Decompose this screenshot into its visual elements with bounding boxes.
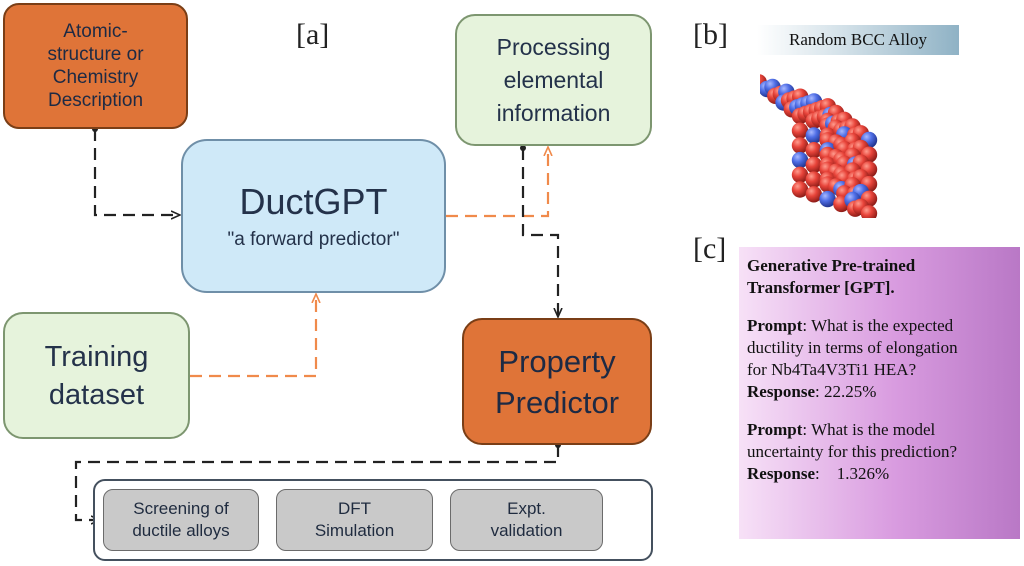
atom — [791, 181, 809, 198]
node-line: Simulation — [314, 521, 395, 540]
node-line: Property — [498, 343, 616, 379]
response-text: : 1.326% — [815, 464, 890, 483]
atom — [805, 156, 822, 174]
response-label: Response — [747, 464, 816, 483]
panel-label-a: [a] — [296, 18, 330, 51]
prompt-label: Prompt — [747, 316, 803, 335]
node-line: information — [496, 99, 611, 126]
arrow-atomic-to-ductgpt — [93, 129, 179, 215]
property-predictor-node: Property Predictor — [462, 318, 652, 445]
response-text: : 22.25% — [815, 382, 877, 401]
node-line: validation — [490, 521, 563, 540]
outputs-container: Screening of ductile alloys DFT Simulati… — [93, 479, 653, 561]
atom — [791, 166, 809, 183]
gpt-heading-line: Transformer [GPT]. — [747, 278, 895, 297]
atom — [805, 186, 822, 203]
node-line: Predictor — [494, 384, 620, 420]
node-line: ductile alloys — [132, 521, 230, 540]
node-line: Atomic- — [63, 21, 128, 42]
processing-node: Processing elemental information — [455, 14, 652, 146]
prompt-text: : What is the model — [802, 420, 936, 439]
ductgpt-subtitle: "a forward predictor" — [227, 229, 400, 250]
training-dataset-node: Training dataset — [3, 312, 190, 439]
alloy-title: Random BCC Alloy — [757, 25, 959, 55]
atom — [805, 171, 822, 188]
atom — [805, 127, 822, 144]
gpt-heading-line: Generative Pre-trained — [747, 256, 916, 275]
node-line: Description — [47, 90, 144, 111]
arrow-ductgpt-to-processing — [446, 148, 548, 218]
atom — [819, 190, 836, 208]
response-label: Response — [747, 382, 816, 401]
arrow-processing-to-property — [521, 148, 558, 316]
node-line: DFT — [337, 499, 372, 518]
atomic-structure-node: Atomic- structure or Chemistry Descripti… — [3, 3, 188, 129]
gpt-example-panel: Generative Pre-trained Transformer [GPT]… — [739, 247, 1020, 539]
dft-simulation-node: DFT Simulation — [276, 489, 433, 551]
node-line: Chemistry — [52, 67, 139, 88]
prompt-text: ductility in terms of elongation — [747, 338, 958, 357]
atom — [791, 137, 809, 154]
node-line: Training — [44, 340, 149, 373]
bcc-alloy-illustration — [760, 74, 878, 218]
atom — [860, 205, 878, 218]
panel-label-b: [b] — [693, 18, 728, 51]
prompt-text: : What is the expected — [802, 316, 954, 335]
node-line: Screening of — [133, 499, 229, 518]
panel-label-c: [c] — [693, 232, 727, 265]
atom — [805, 142, 822, 159]
prompt-text: for Nb4Ta4V3Ti1 HEA? — [747, 360, 917, 379]
prompt-label: Prompt — [747, 420, 803, 439]
ductgpt-node: DuctGPT "a forward predictor" — [181, 139, 446, 293]
node-line: Processing — [496, 33, 611, 60]
ductgpt-title: DuctGPT — [239, 181, 388, 222]
node-line: Expt. — [507, 499, 546, 518]
node-line: elemental — [503, 66, 604, 93]
screening-node: Screening of ductile alloys — [103, 489, 259, 551]
arrow-training-to-ductgpt — [190, 295, 316, 378]
atom — [791, 151, 809, 169]
node-line: dataset — [48, 378, 145, 411]
node-line: structure or — [47, 44, 144, 65]
prompt-text: uncertainty for this prediction? — [747, 442, 958, 461]
atom — [791, 122, 809, 139]
expt-validation-node: Expt. validation — [450, 489, 603, 551]
